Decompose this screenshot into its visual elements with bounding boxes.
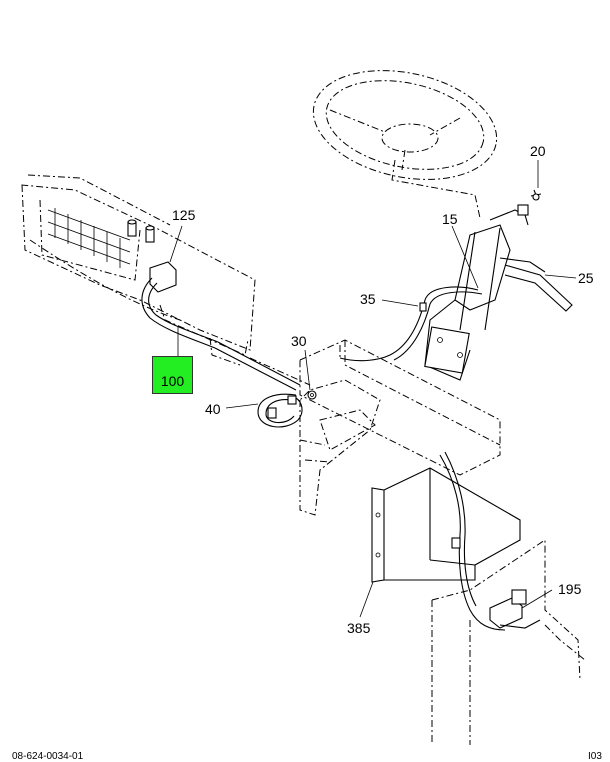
callout-15: 15: [442, 211, 458, 227]
callout-40: 40: [205, 401, 221, 417]
wire-harness-100: [141, 261, 301, 391]
lower-harness: [439, 451, 506, 631]
drawing-id: 08-624-0034-01: [12, 751, 84, 762]
callout-25: 25: [578, 270, 594, 286]
switch-30: [307, 390, 317, 400]
steering-wheel: [312, 70, 498, 219]
sheet-id: I03: [588, 751, 602, 762]
support-bracket: [299, 379, 381, 516]
mounting-plate-385: [371, 467, 521, 583]
callout-125: 125: [172, 207, 196, 223]
harness-40: [257, 393, 303, 428]
instrument-panel: [21, 174, 311, 386]
callout-100: 100: [160, 373, 185, 389]
steering-column: [424, 204, 529, 381]
callout-385: 385: [347, 620, 371, 636]
callout-195: 195: [558, 581, 582, 597]
connector-195: [489, 589, 541, 629]
callout-35: 35: [360, 291, 376, 307]
turn-signal-lever: [499, 257, 573, 312]
frame-crossmember: [299, 339, 501, 476]
screw-20: [530, 189, 542, 201]
cab-floor: [431, 539, 586, 745]
callout-20: 20: [530, 143, 546, 159]
highlighted-callout-100[interactable]: 100: [152, 356, 193, 394]
callout-30: 30: [291, 333, 307, 349]
leader-lines: [169, 160, 577, 618]
panel-switches: [127, 219, 155, 243]
wire-harness-35: [339, 286, 483, 362]
